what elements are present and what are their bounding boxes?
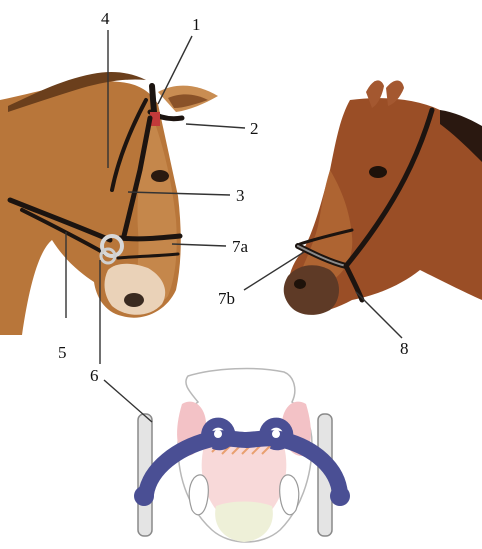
label-3: 3	[236, 186, 245, 205]
leader-2	[186, 124, 245, 128]
label-4: 4	[101, 9, 110, 28]
label-7a: 7a	[232, 237, 249, 256]
leader-6b	[104, 380, 152, 422]
cavesson-strap	[120, 236, 180, 239]
noseband-cross-section	[134, 369, 350, 542]
label-8: 8	[400, 339, 409, 358]
left-horse-head	[0, 72, 218, 335]
leader-8	[356, 292, 402, 338]
right-horse-head	[284, 80, 482, 315]
label-6: 6	[90, 366, 99, 385]
label-7b: 7b	[218, 289, 235, 308]
label-2: 2	[250, 119, 259, 138]
label-1: 1	[192, 15, 201, 34]
headpiece-strap	[152, 86, 154, 112]
label-5: 5	[58, 343, 67, 362]
